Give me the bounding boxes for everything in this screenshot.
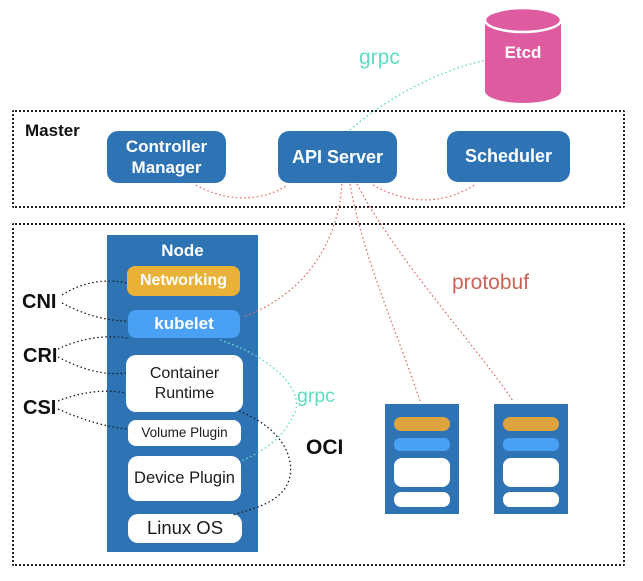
worker-networking-bar — [503, 417, 559, 431]
csi-label: CSI — [23, 397, 57, 419]
grpc-runtime-label: grpc — [297, 385, 335, 407]
linux-os-box: Linux OS — [128, 514, 242, 543]
cni-label: CNI — [22, 291, 57, 313]
node-panel-label: Node — [161, 241, 204, 260]
worker-runtime-bar — [394, 458, 450, 487]
worker-os-bar — [394, 492, 450, 507]
volume-plugin-label: Volume Plugin — [141, 424, 228, 440]
cylinder-shape-icon — [483, 6, 563, 103]
oci-label: OCI — [306, 436, 344, 459]
device-plugin-box: Device Plugin — [128, 456, 241, 501]
device-plugin-label: Device Plugin — [134, 468, 235, 487]
worker-node-1 — [385, 404, 459, 514]
linux-os-label: Linux OS — [146, 517, 224, 539]
worker-runtime-bar — [503, 458, 559, 487]
networking-box: Networking — [127, 266, 240, 296]
node-panel: Node Networking kubelet Container Runtim… — [107, 235, 258, 552]
worker-os-bar — [503, 492, 559, 507]
volume-plugin-box: Volume Plugin — [128, 420, 241, 446]
scheduler-label: Scheduler — [464, 146, 553, 167]
controller-manager-label: Controller Manager — [125, 136, 208, 177]
etcd-label: Etcd — [504, 43, 542, 62]
kubelet-label: kubelet — [154, 313, 214, 333]
container-runtime-box: Container Runtime — [126, 355, 243, 412]
container-runtime-label: Container Runtime — [149, 365, 220, 402]
controller-manager-box: Controller Manager — [107, 131, 226, 183]
worker-kubelet-bar — [503, 438, 559, 451]
api-server-box: API Server — [278, 131, 397, 183]
worker-networking-bar — [394, 417, 450, 431]
kubelet-box: kubelet — [128, 310, 240, 338]
api-server-label: API Server — [291, 146, 384, 167]
etcd-cylinder: Etcd — [483, 5, 563, 105]
networking-label: Networking — [139, 272, 228, 290]
scheduler-box: Scheduler — [447, 131, 570, 182]
worker-node-2 — [494, 404, 568, 514]
master-region-label: Master — [25, 121, 80, 140]
cri-label: CRI — [23, 345, 58, 367]
grpc-etcd-label: grpc — [359, 46, 400, 69]
protobuf-label: protobuf — [452, 271, 530, 294]
worker-kubelet-bar — [394, 438, 450, 451]
